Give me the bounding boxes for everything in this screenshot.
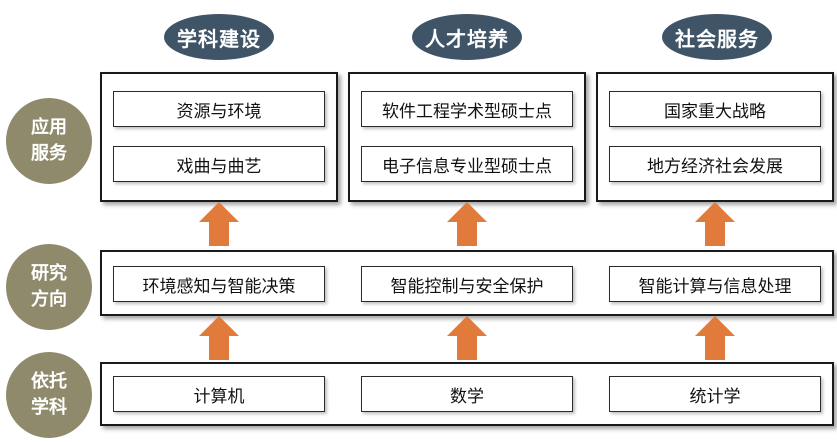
item-label: 国家重大战略 [664,101,766,122]
item-label: 地方经济社会发展 [647,156,783,177]
item-label: 统计学 [689,386,741,407]
discipline-item: 数学 [361,376,573,412]
up-arrow-icon [695,202,735,246]
item-label: 戏曲与曲艺 [176,156,262,177]
row-label-line: 方向 [31,289,67,310]
discipline-item: 统计学 [609,376,821,412]
item-label: 数学 [450,386,484,407]
row-label-application: 应用 服务 [6,98,92,184]
up-arrow-icon [447,202,487,246]
row-label-line: 学科 [31,397,67,418]
research-item: 智能控制与安全保护 [361,266,573,302]
item-label: 资源与环境 [176,101,262,122]
application-item: 软件工程学术型硕士点 [361,91,573,127]
row-label-line: 应用 [31,117,67,138]
row-label-discipline: 依托 学科 [6,352,92,438]
row-label-research: 研究 方向 [6,244,92,330]
up-arrow-icon [199,316,239,360]
up-arrow-icon [695,202,735,246]
header-talent-cultivation: 人才培养 [412,14,522,60]
up-arrow-icon [199,202,239,246]
application-item: 地方经济社会发展 [609,146,821,182]
header-label: 社会服务 [675,26,759,51]
item-label: 环境感知与智能决策 [142,276,296,297]
research-item: 环境感知与智能决策 [113,266,325,302]
application-item: 资源与环境 [113,91,325,127]
header-label: 学科建设 [177,26,261,51]
up-arrow-icon [447,316,487,360]
item-label: 电子信息专业型硕士点 [382,156,552,177]
up-arrow-icon [447,316,487,360]
header-discipline-construction: 学科建设 [164,14,274,60]
header-social-service: 社会服务 [662,14,772,60]
up-arrow-icon [447,202,487,246]
item-label: 智能控制与安全保护 [390,276,544,297]
row-label-line: 服务 [31,143,67,164]
header-label: 人才培养 [425,26,509,51]
row-label-line: 研究 [31,263,67,284]
application-item: 电子信息专业型硕士点 [361,146,573,182]
discipline-item: 计算机 [113,376,325,412]
up-arrow-icon [695,316,735,360]
research-item: 智能计算与信息处理 [609,266,821,302]
up-arrow-icon [199,316,239,360]
row-label-line: 依托 [31,371,67,392]
item-label: 计算机 [193,386,245,407]
up-arrow-icon [199,202,239,246]
application-item: 戏曲与曲艺 [113,146,325,182]
item-label: 软件工程学术型硕士点 [382,101,552,122]
application-item: 国家重大战略 [609,91,821,127]
item-label: 智能计算与信息处理 [638,276,792,297]
up-arrow-icon [695,316,735,360]
